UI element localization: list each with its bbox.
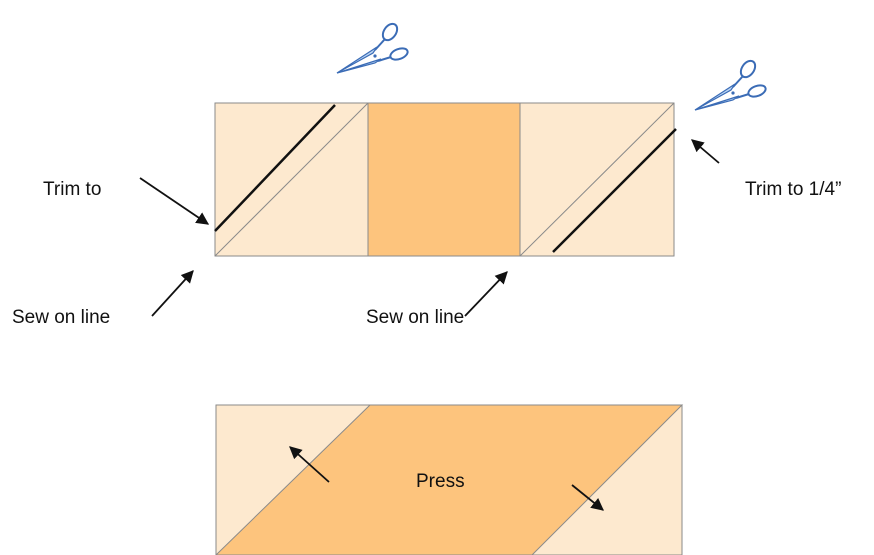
sew-arrow-center bbox=[464, 271, 508, 317]
scissors-icon bbox=[694, 57, 769, 111]
trim-arrow-right bbox=[691, 139, 720, 164]
scissors-icon bbox=[336, 20, 411, 74]
trim-label-right: Trim to 1/4” bbox=[745, 179, 841, 200]
sew-label-left: Sew on line bbox=[12, 307, 110, 328]
press-arrow-left bbox=[289, 446, 330, 483]
pressed-strip bbox=[215, 404, 684, 555]
pressed-center-parallelogram bbox=[215, 404, 684, 555]
trim-arrow-left bbox=[139, 177, 210, 225]
top-strip bbox=[214, 102, 677, 257]
trim-label-left: Trim to bbox=[43, 179, 101, 200]
press-label: Press bbox=[416, 471, 465, 492]
sew-arrow-left bbox=[151, 270, 194, 317]
center-block bbox=[367, 102, 521, 257]
sew-label-center: Sew on line bbox=[366, 307, 464, 328]
left-trim-line bbox=[214, 104, 336, 232]
right-trim-line bbox=[552, 128, 677, 253]
press-arrow-right bbox=[571, 484, 604, 511]
left-block-diagonal bbox=[214, 102, 369, 257]
right-block-diagonal bbox=[519, 102, 675, 257]
